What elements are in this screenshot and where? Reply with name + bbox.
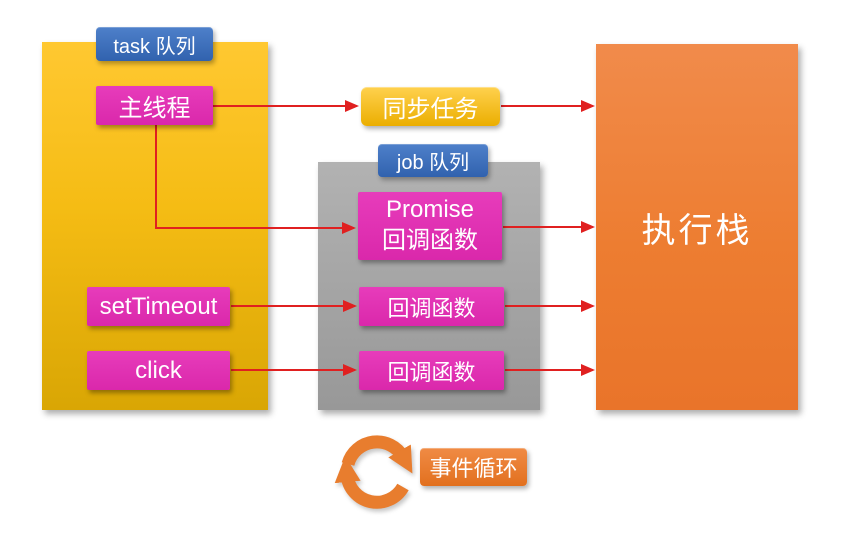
callback-1-label: 回调函数	[387, 295, 476, 321]
sync-task-label: 同步任务	[382, 96, 479, 123]
execution-stack-label: 执行栈	[641, 211, 753, 250]
task-queue-title: task 队列	[96, 27, 213, 61]
event-loop-box: 事件循环	[420, 448, 527, 486]
settimeout-box: setTimeout	[87, 287, 230, 326]
settimeout-label: setTimeout	[99, 292, 218, 320]
job-queue-title-label: job 队列	[396, 152, 470, 174]
event-loop-label: 事件循环	[429, 456, 518, 481]
promise-callback-line2: 回调函数	[382, 227, 478, 254]
main-thread-box: 主线程	[96, 86, 213, 125]
click-label: click	[135, 356, 182, 384]
job-queue-title: job 队列	[378, 144, 488, 177]
sync-task-box: 同步任务	[361, 87, 500, 126]
click-box: click	[87, 351, 230, 390]
callback-box-2: 回调函数	[359, 351, 504, 390]
execution-stack-container: 执行栈	[596, 44, 798, 410]
task-queue-title-label: task 队列	[113, 35, 196, 58]
main-thread-label: 主线程	[118, 95, 191, 122]
callback-box-1: 回调函数	[359, 287, 504, 326]
promise-callback-box: Promise 回调函数	[358, 192, 502, 260]
callback-2-label: 回调函数	[387, 359, 476, 385]
promise-callback-line1: Promise	[385, 196, 475, 224]
refresh-cycle-icon	[334, 435, 413, 509]
